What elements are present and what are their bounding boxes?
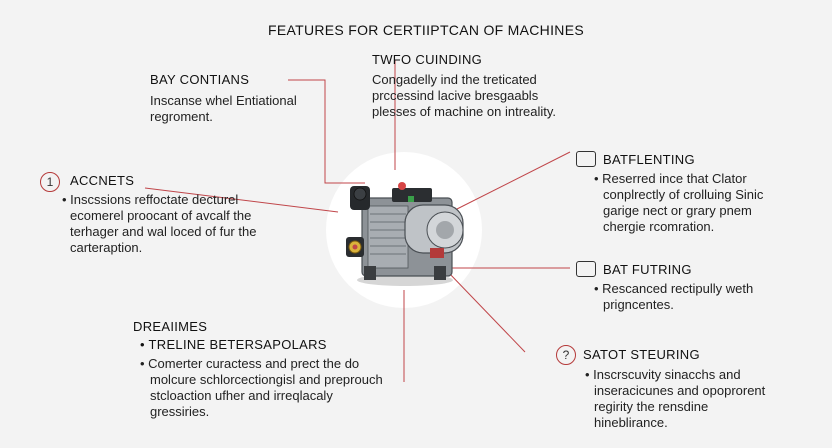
twfo-line-1: Congadelly ind the treticated bbox=[372, 72, 537, 87]
accnets-heading: ACCNETS bbox=[70, 173, 135, 188]
satot-heading: SATOT STEURING bbox=[583, 347, 700, 362]
dreaiimes-line-4: gressiries. bbox=[150, 404, 210, 419]
connector-batflenting bbox=[454, 151, 571, 211]
connector-accnets bbox=[144, 187, 339, 213]
accnets-line-3: terhager and wal loced of fur the bbox=[70, 224, 257, 239]
satot-line-4: hineblirance. bbox=[594, 415, 668, 430]
batflenting-line-2: conplrectly of crolluing Sinic bbox=[603, 187, 764, 202]
connector-bay bbox=[288, 79, 365, 184]
batfutring-heading: BAT FUTRING bbox=[603, 262, 692, 277]
batflenting-line-4: chergie rcomration. bbox=[603, 219, 715, 234]
twfo-heading: TWFO CUINDING bbox=[372, 52, 483, 67]
device-box-icon bbox=[576, 261, 596, 277]
dreaiimes-line-1: • Comerter curactess and prect the do bbox=[140, 356, 360, 371]
page-title: FEATURES FOR CERTIIPTCAN OF MACHINES bbox=[268, 22, 584, 38]
batfutring-line-1: • Rescanced rectipully weth bbox=[594, 281, 754, 296]
accnets-line-4: carteraption. bbox=[70, 240, 143, 255]
bay-line-2: regroment. bbox=[150, 109, 213, 124]
accnets-number-badge: 1 bbox=[40, 172, 60, 192]
dreaiimes-heading: DREAIIMES bbox=[133, 319, 208, 334]
satot-line-2: inseracicunes and opoprorent bbox=[594, 383, 766, 398]
bay-heading: BAY CONTIANS bbox=[150, 72, 250, 87]
dreaiimes-subheading: • TRELINE BETERSAPOLARS bbox=[140, 337, 327, 352]
engine-box-icon bbox=[576, 151, 596, 167]
batfutring-line-2: prigncentes. bbox=[603, 297, 674, 312]
connector-paths bbox=[144, 60, 571, 382]
connector-satot bbox=[447, 271, 526, 353]
accnets-line-2: ecomerel proocant of avcalf the bbox=[70, 208, 252, 223]
twfo-line-3: plesses of machine on intreality. bbox=[372, 104, 557, 119]
dreaiimes-line-3: stcloaction ufher and irreqlacaly bbox=[150, 388, 333, 403]
batflenting-line-1: • Reserred ince that Clator bbox=[594, 171, 747, 186]
machine-illustration bbox=[346, 182, 464, 286]
satot-line-1: • Inscrscuvity sinacchs and bbox=[585, 367, 741, 382]
accnets-line-1: • Inscssions reffoctate decturel bbox=[62, 192, 239, 207]
batflenting-heading: BATFLENTING bbox=[603, 152, 695, 167]
batflenting-line-3: garige nect or grary pnem bbox=[603, 203, 752, 218]
bay-line-1: Inscanse whel Entiational bbox=[150, 93, 297, 108]
dreaiimes-line-2: molcure schlorcectiongisl and preprouch bbox=[150, 372, 383, 387]
satot-line-3: regirity the rensdine bbox=[594, 399, 709, 414]
twfo-line-2: prccessind lacive bresgaabls bbox=[372, 88, 539, 103]
satot-question-badge: ? bbox=[556, 345, 576, 365]
